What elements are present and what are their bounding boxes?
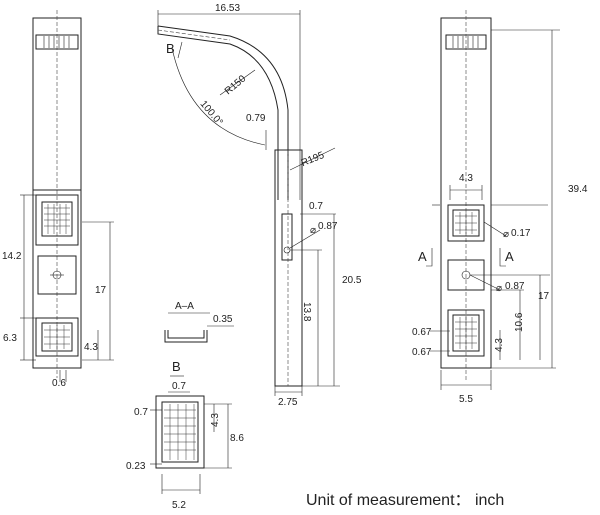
dim-left-0-6: 0.6 <box>52 378 66 389</box>
dim-b-8-6: 8.6 <box>230 433 244 444</box>
diameter-icon: ⌀ <box>310 225 316 236</box>
section-a-left-marker: A <box>418 249 427 264</box>
dim-right-10-6: 10.6 <box>514 312 525 332</box>
dim-right-4-3-low: 4.3 <box>494 338 505 352</box>
dim-left-14-2: 14.2 <box>2 251 22 262</box>
section-a-a-title: A–A <box>175 301 194 312</box>
dim-b-0-7-top: 0.7 <box>172 381 186 392</box>
dim-angle-100: 100.0° <box>198 99 225 128</box>
section-b-title: B <box>172 359 181 374</box>
dim-0-79: 0.79 <box>246 113 266 124</box>
dim-r150: R150 <box>223 73 249 97</box>
section-a-a: A–A 0.35 <box>164 301 234 343</box>
dim-left-6-3: 6.3 <box>3 333 17 344</box>
dim-right-0-67-b: 0.67 <box>412 347 432 358</box>
section-a-right-marker: A <box>505 249 514 264</box>
unit-of-measurement-note: Unit of measurement： inch <box>306 492 504 509</box>
right-view: 39.4 4.3 ⌀ 0.17 A A ⌀ 0.87 17 <box>412 10 588 405</box>
dim-b-0-23: 0.23 <box>126 461 146 472</box>
dim-right-0-87: 0.87 <box>505 281 525 292</box>
dim-right-4-3: 4.3 <box>459 173 473 184</box>
dim-right-39-4: 39.4 <box>568 184 588 195</box>
dim-aa-0-35: 0.35 <box>213 314 233 325</box>
dim-left-17: 17 <box>95 285 107 296</box>
dim-right-0-67-a: 0.67 <box>412 327 432 338</box>
dim-b-0-7-left: 0.7 <box>134 407 148 418</box>
dim-left-4-3: 4.3 <box>84 342 98 353</box>
diameter-icon: ⌀ <box>496 283 502 294</box>
dim-2-75: 2.75 <box>278 397 298 408</box>
middle-view: 16.53 B R150 100.0° 0.79 R195 0.7 ⌀ 0.87… <box>157 3 362 408</box>
section-b-detail: B 0.7 0.7 4.3 8.6 0.23 5.2 <box>126 359 244 511</box>
dim-top-16-53: 16.53 <box>215 3 240 14</box>
dim-b-5-2: 5.2 <box>172 500 186 511</box>
dim-20-5: 20.5 <box>342 275 362 286</box>
dim-r195: R195 <box>300 150 327 169</box>
dim-13-8: 13.8 <box>301 302 312 322</box>
left-view: 14.2 17 6.3 4.3 0.6 <box>2 10 114 389</box>
dim-right-5-5: 5.5 <box>459 394 473 405</box>
dim-right-17: 17 <box>538 291 550 302</box>
diameter-icon: ⌀ <box>503 229 509 240</box>
dim-right-0-17: 0.17 <box>511 228 531 239</box>
dim-b-4-3: 4.3 <box>210 413 221 427</box>
section-b-marker: B <box>166 41 175 56</box>
dim-side-0-87: 0.87 <box>318 221 338 232</box>
dim-side-0-7: 0.7 <box>309 201 323 212</box>
